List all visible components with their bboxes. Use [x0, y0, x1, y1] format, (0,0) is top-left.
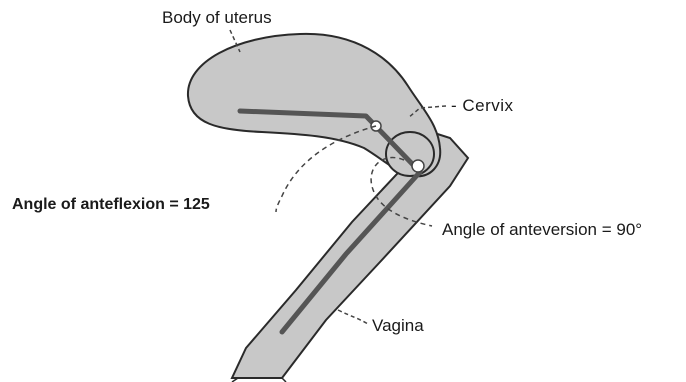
cervix-shape: [386, 132, 434, 176]
anteversion-vertex-marker: [412, 160, 424, 172]
label-cervix: - Cervix: [451, 96, 514, 116]
vaginal-axis-line: [282, 172, 420, 332]
label-angle-of-anteflexion: Angle of anteflexion = 125: [12, 195, 210, 215]
label-vagina: Vagina: [372, 316, 424, 336]
label-body-of-uterus: Body of uterus: [162, 8, 272, 28]
label-angle-of-anteversion: Angle of anteversion = 90°: [442, 220, 642, 240]
leader-vagina: [338, 310, 368, 324]
